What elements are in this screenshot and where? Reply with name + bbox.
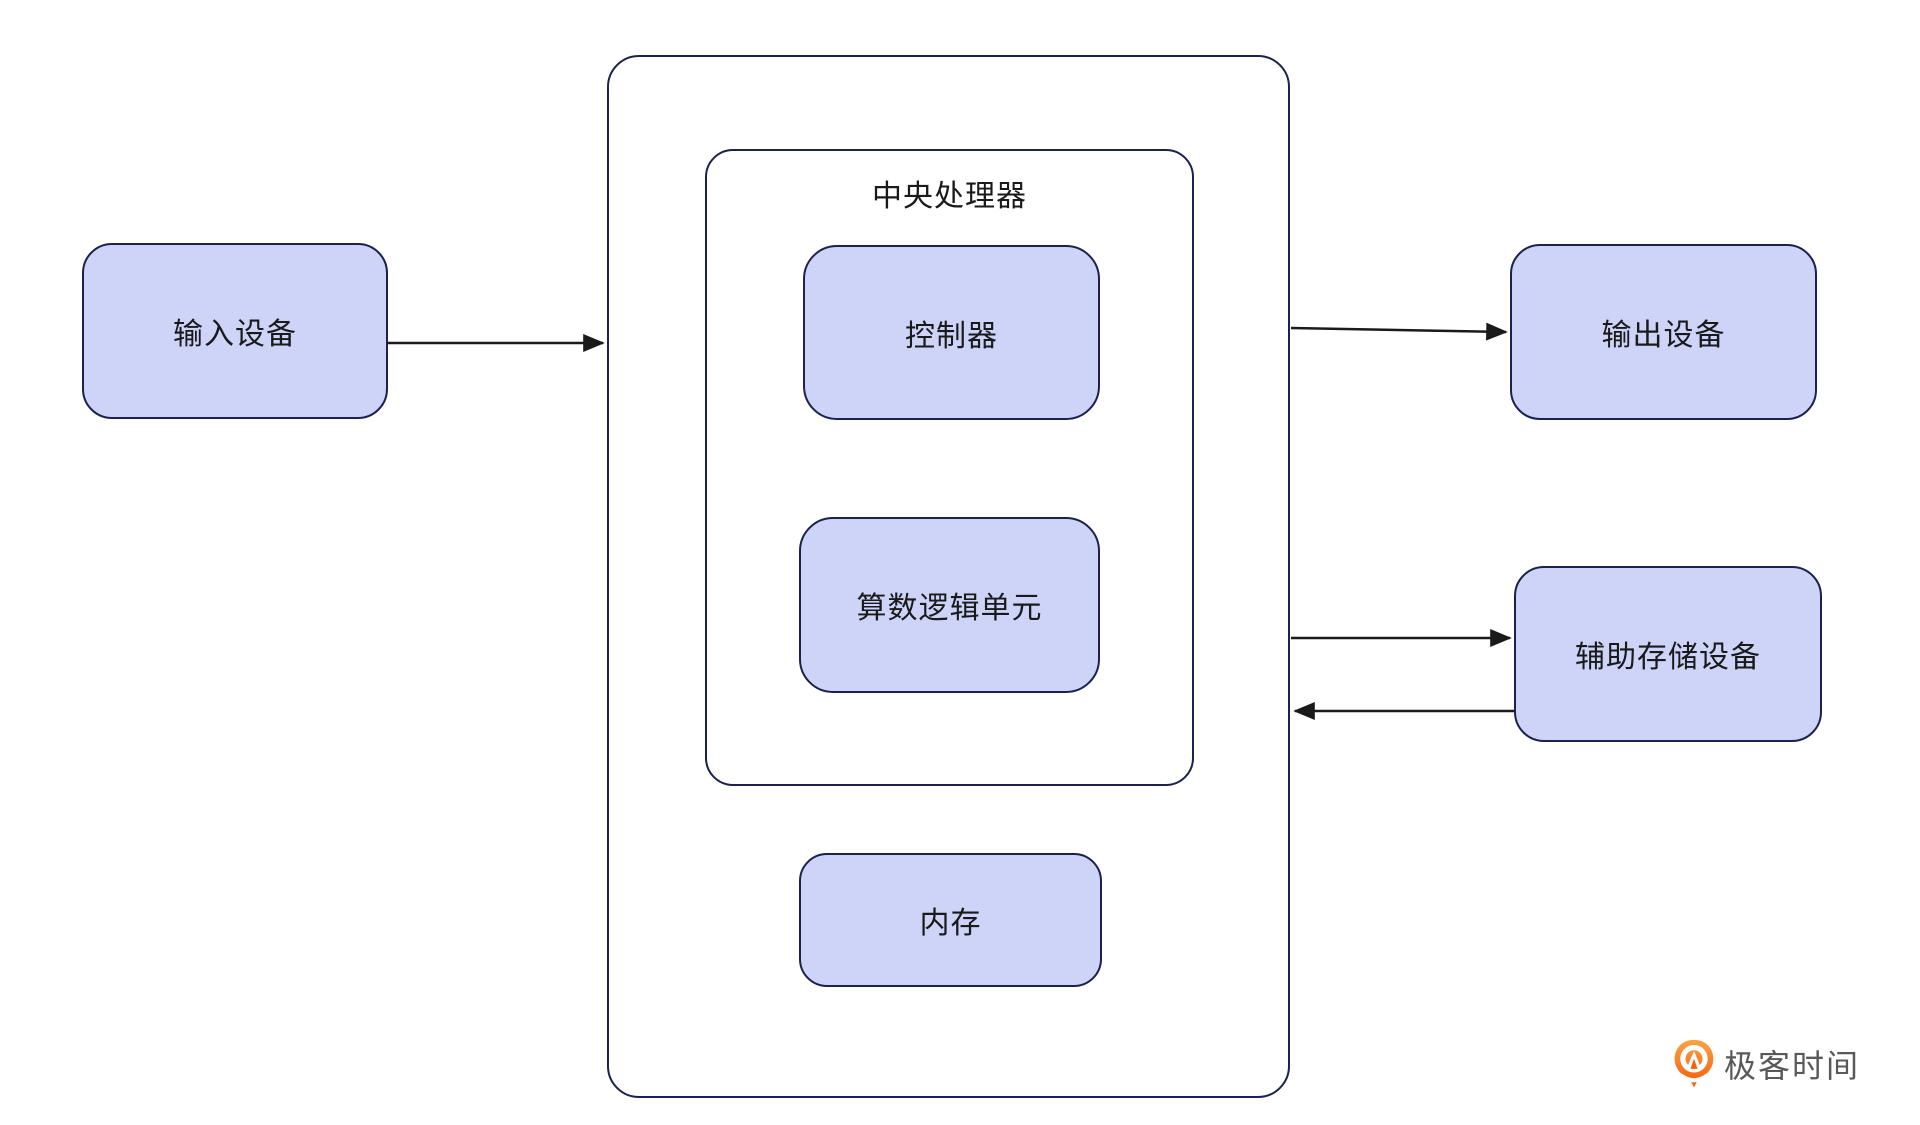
node-controller-label: 控制器 [905, 319, 998, 353]
node-aux-storage: 辅助存储设备 [1514, 566, 1822, 742]
cpu-title: 中央处理器 [872, 180, 1027, 213]
node-memory: 内存 [799, 853, 1102, 987]
node-controller: 控制器 [803, 245, 1100, 420]
node-memory-label: 内存 [919, 907, 982, 940]
node-input-device: 输入设备 [82, 243, 388, 419]
node-output-device: 输出设备 [1510, 244, 1817, 420]
system-container [607, 55, 1290, 1098]
node-alu-label: 算数逻辑单元 [856, 592, 1043, 625]
node-alu: 算数逻辑单元 [799, 517, 1100, 693]
edge-system-to-output [1290, 322, 1508, 341]
cpu-container: 中央处理器 [705, 149, 1194, 786]
geektime-logo-icon [1674, 1039, 1714, 1088]
node-aux-storage-label: 辅助存储设备 [1575, 641, 1761, 674]
brand-logo-text: 极客时间 [1724, 1048, 1861, 1084]
node-output-device-label: 输出设备 [1601, 319, 1726, 352]
brand-logo: 极客时间 [1672, 1038, 1860, 1094]
node-input-device-label: 输入设备 [173, 318, 297, 351]
